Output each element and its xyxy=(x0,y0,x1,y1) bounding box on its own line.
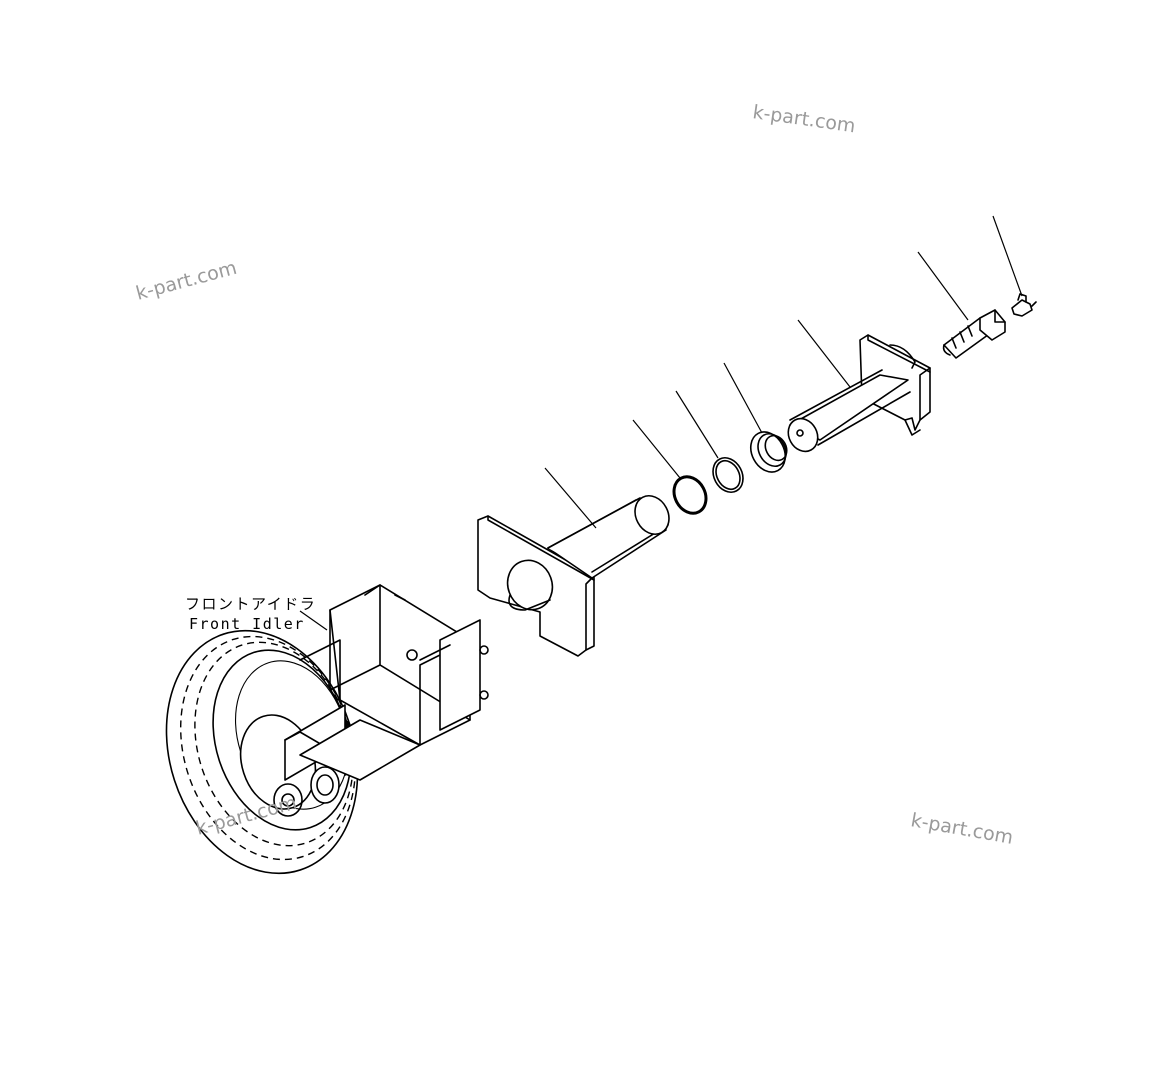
shaft-with-plate xyxy=(477,495,670,657)
label-english: Front Idler xyxy=(189,615,305,633)
watermark: k-part.com xyxy=(909,809,1015,849)
label-japanese: フロントアイドラ xyxy=(185,595,316,613)
watermark: k-part.com xyxy=(194,792,300,840)
grease-adapter xyxy=(942,309,1006,359)
watermark: k-part.com xyxy=(751,101,857,137)
grease-nipple xyxy=(1011,293,1037,317)
washer-ring xyxy=(712,457,744,493)
front-idler-label: フロントアイドラ Front Idler xyxy=(185,595,328,633)
front-idler-assembly xyxy=(165,584,489,875)
bushing xyxy=(749,431,788,473)
pin-with-flange xyxy=(787,334,931,453)
o-ring xyxy=(672,475,708,515)
watermark: k-part.com xyxy=(134,257,240,305)
leader-lines xyxy=(544,215,1023,529)
